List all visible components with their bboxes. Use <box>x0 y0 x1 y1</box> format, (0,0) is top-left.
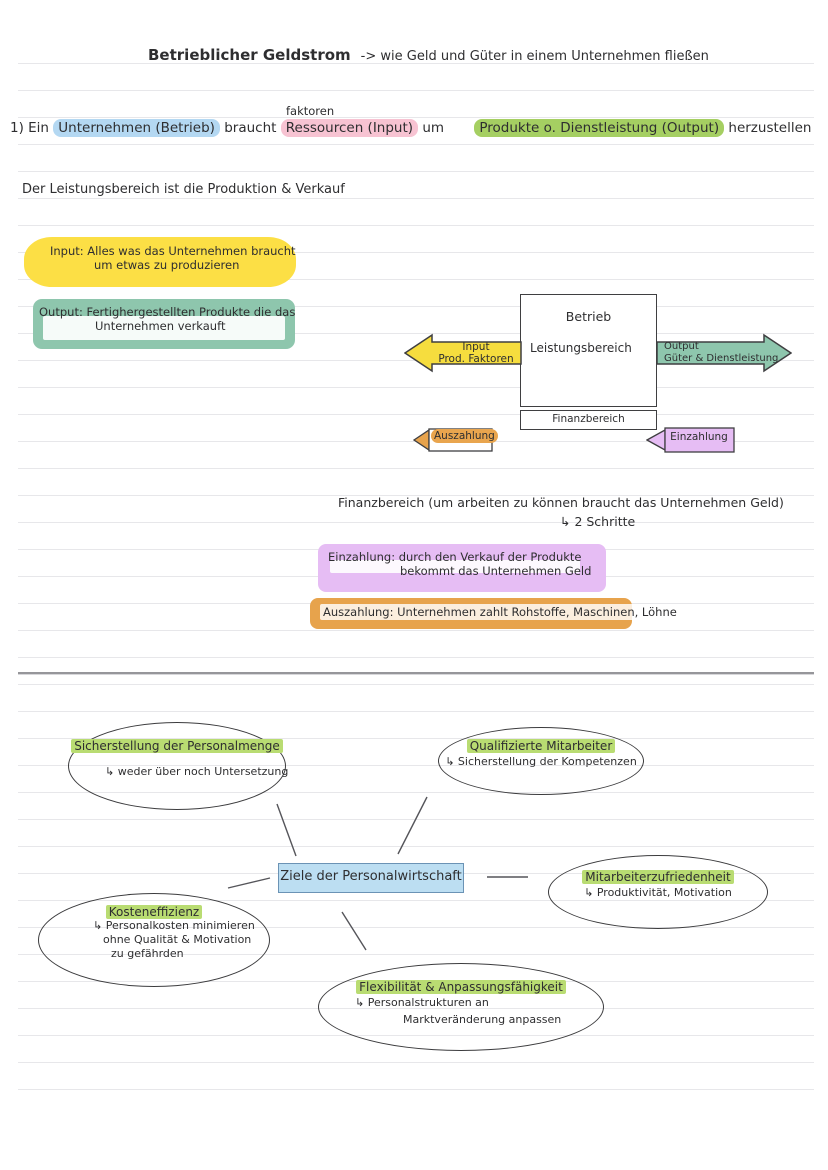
auszahlung-definition-note: Auszahlung: Unternehmen zahlt Rohstoffe,… <box>310 598 680 629</box>
auszahlung-note-line1: Auszahlung: Unternehmen zahlt Rohstoffe,… <box>320 604 680 620</box>
page-title-note: -> wie Geld und Güter in einem Unternehm… <box>360 49 709 64</box>
intro-sentence: 1) Ein Unternehmen (Betrieb) braucht Res… <box>10 119 812 137</box>
finanzbereich-sub: ↳ 2 Schritte <box>560 514 636 529</box>
highlight-ressourcen: Ressourcen (Input) <box>280 119 419 137</box>
mindmap-node-mitarbeiterzufriedenheit: Mitarbeiterzufriedenheit ↳ Produktivität… <box>548 855 768 929</box>
input-note-line2: um etwas zu produzieren <box>94 258 240 272</box>
intro-mid2: um <box>422 120 445 136</box>
input-arrow-line2: Prod. Faktoren <box>438 353 514 365</box>
finanzbereich-box: Finanzbereich <box>520 410 657 430</box>
einzahlung-note-line2: bekommt das Unternehmen Geld <box>400 564 592 578</box>
faktoren-annotation: faktoren <box>286 104 335 118</box>
white-band <box>330 560 580 573</box>
node-title: Qualifizierte Mitarbeiter <box>466 739 616 753</box>
einzahlung-definition-note: Einzahlung: durch den Verkauf der Produk… <box>318 544 606 592</box>
node-sub: ↳ Sicherstellung der Kompetenzen <box>445 755 637 768</box>
betrieb-label: Betrieb <box>565 309 612 324</box>
output-arrow-line1: Output <box>664 341 699 352</box>
intro-suffix: herzustellen <box>728 120 812 136</box>
input-definition-note: Input: Alles was das Unternehmen braucht… <box>24 237 296 287</box>
mindmap-node-personalmenge: Sicherstellung der Personalmenge ↳ weder… <box>68 722 289 810</box>
output-note-line1: Output: Fertighergestellten Produkte die… <box>39 305 296 319</box>
intro-mid1: braucht <box>224 120 277 136</box>
node-sub: ohne Qualität & Motivation <box>103 933 252 946</box>
input-arrow: Input Prod. Faktoren <box>403 333 522 373</box>
output-arrow: Output Güter & Dienstleistung <box>656 333 793 373</box>
section-divider-line <box>18 672 814 675</box>
node-sub: Marktveränderung anpassen <box>403 1013 562 1026</box>
highlight-produkte: Produkte o. Dienstleistung (Output) <box>474 119 725 137</box>
node-title: Mitarbeiterzufriedenheit <box>582 870 734 884</box>
highlight-unternehmen: Unternehmen (Betrieb) <box>53 119 220 137</box>
input-arrow-line1: Input <box>462 341 490 353</box>
intro-prefix: 1) Ein <box>10 120 49 136</box>
node-title: Kosteneffizienz <box>105 905 203 919</box>
output-note-line2: Unternehmen verkauft <box>95 319 226 333</box>
mindmap-node-flexibilitaet: Flexibilität & Anpassungsfähigkeit ↳ Per… <box>318 963 604 1051</box>
einzahlung-arrow-label: Einzahlung <box>670 431 728 443</box>
node-sub: ↳ Personalstrukturen an <box>355 996 489 1009</box>
node-title: Flexibilität & Anpassungsfähigkeit <box>356 980 566 994</box>
small-left-arrow-shape <box>645 427 735 453</box>
node-sub: ↳ Produktivität, Motivation <box>584 886 732 899</box>
finanzbereich-sentence: Finanzbereich (um arbeiten zu können bra… <box>338 495 784 510</box>
mindmap-node-kosteneffizienz: Kosteneffizienz ↳ Personalkosten minimie… <box>38 893 270 987</box>
leistungsbereich-label: Leistungsbereich <box>530 341 632 355</box>
mindmap-center-ziele: Ziele der Personalwirtschaft <box>278 863 464 893</box>
output-definition-note: Output: Fertighergestellten Produkte die… <box>33 299 295 349</box>
white-band <box>43 316 285 340</box>
einzahlung-arrow: Einzahlung <box>645 427 736 453</box>
right-arrow-shape <box>656 333 793 373</box>
node-sub: ↳ weder über noch Untersetzung <box>105 765 289 778</box>
node-title: Sicherstellung der Personalmenge <box>71 739 283 753</box>
output-arrow-line2: Güter & Dienstleistung <box>664 353 779 364</box>
page-title: Betrieblicher Geldstrom -> wie Geld und G… <box>148 46 709 64</box>
left-arrow-shape <box>403 333 522 373</box>
mindmap-node-qualifizierte-mitarbeiter: Qualifizierte Mitarbeiter ↳ Sicherstellu… <box>438 727 644 795</box>
node-sub: ↳ Personalkosten minimieren <box>93 919 255 932</box>
auszahlung-arrow-label: Auszahlung <box>431 429 498 443</box>
node-sub: zu gefährden <box>111 947 184 960</box>
einzahlung-note-line1: Einzahlung: durch den Verkauf der Produk… <box>328 550 582 564</box>
betrieb-box: Betrieb Leistungsbereich <box>520 294 657 407</box>
leistungsbereich-sentence: Der Leistungsbereich ist die Produktion … <box>22 182 345 197</box>
page-title-text: Betrieblicher Geldstrom <box>148 46 351 64</box>
auszahlung-arrow: Auszahlung <box>412 427 498 453</box>
input-note-line1: Input: Alles was das Unternehmen braucht <box>50 244 296 258</box>
